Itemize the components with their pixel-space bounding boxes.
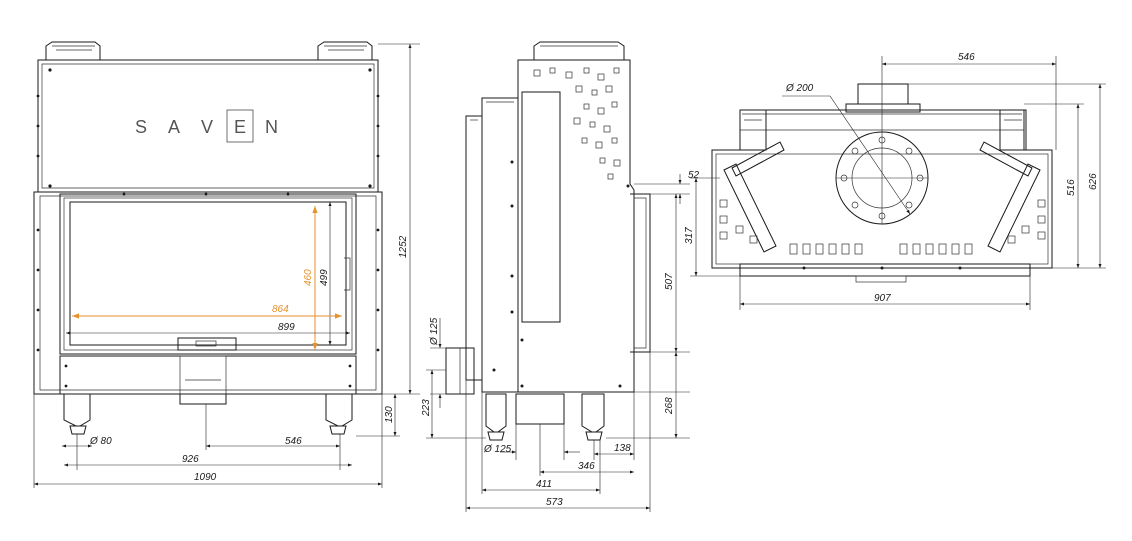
front-dimensions: 1252 130 499 460 864 899 Ø 80 546 — [33, 43, 420, 488]
dim-411: 411 — [536, 479, 552, 490]
dim-346: 346 — [578, 461, 595, 472]
dim-bottom-flue-125: Ø 125 — [483, 444, 512, 455]
top-dimensions: 546 Ø 200 516 626 317 907 — [684, 52, 1106, 310]
logo-letter-n: N — [265, 117, 278, 137]
dim-317: 317 — [684, 227, 695, 244]
dim-138: 138 — [614, 443, 631, 454]
side-vent-pattern — [533, 67, 621, 180]
dim-926: 926 — [182, 454, 199, 465]
dim-52: 52 — [688, 170, 700, 181]
saven-logo: S A V E N — [135, 109, 278, 143]
dim-546-front: 546 — [285, 436, 302, 447]
dim-626: 626 — [1088, 173, 1099, 190]
logo-letter-v: V — [201, 117, 213, 137]
dim-flue-80: Ø 80 — [89, 436, 112, 447]
side-rivets — [492, 160, 630, 388]
dim-907: 907 — [874, 293, 891, 304]
top-view: 546 Ø 200 516 626 317 907 — [684, 52, 1106, 310]
top-vent-row — [719, 199, 1046, 255]
front-view: S A V E N 1252 130 499 460 864 — [33, 41, 420, 488]
dim-130: 130 — [384, 406, 395, 423]
dim-223: 223 — [421, 399, 432, 417]
dim-573: 573 — [546, 497, 563, 508]
dim-collar-200: Ø 200 — [785, 83, 814, 94]
dim-1252: 1252 — [398, 235, 409, 258]
dim-side-flue-125: Ø 125 — [429, 317, 440, 346]
logo-letter-a: A — [168, 117, 180, 137]
dim-507: 507 — [664, 273, 675, 290]
dim-546-top: 546 — [958, 52, 975, 63]
side-view: 52 507 268 Ø 125 223 Ø 125 138 346 411 — [421, 41, 700, 512]
dim-499: 499 — [319, 269, 330, 286]
side-dimensions: 52 507 268 Ø 125 223 Ø 125 138 346 411 — [421, 170, 700, 512]
front-rivets — [36, 68, 380, 388]
logo-letter-e: E — [234, 117, 246, 137]
dim-268: 268 — [664, 397, 675, 415]
dim-460: 460 — [303, 269, 314, 286]
dim-899: 899 — [278, 322, 295, 333]
dim-1090: 1090 — [194, 472, 217, 483]
dim-864: 864 — [272, 304, 289, 315]
logo-letter-s: S — [135, 117, 147, 137]
dim-516: 516 — [1066, 179, 1077, 196]
